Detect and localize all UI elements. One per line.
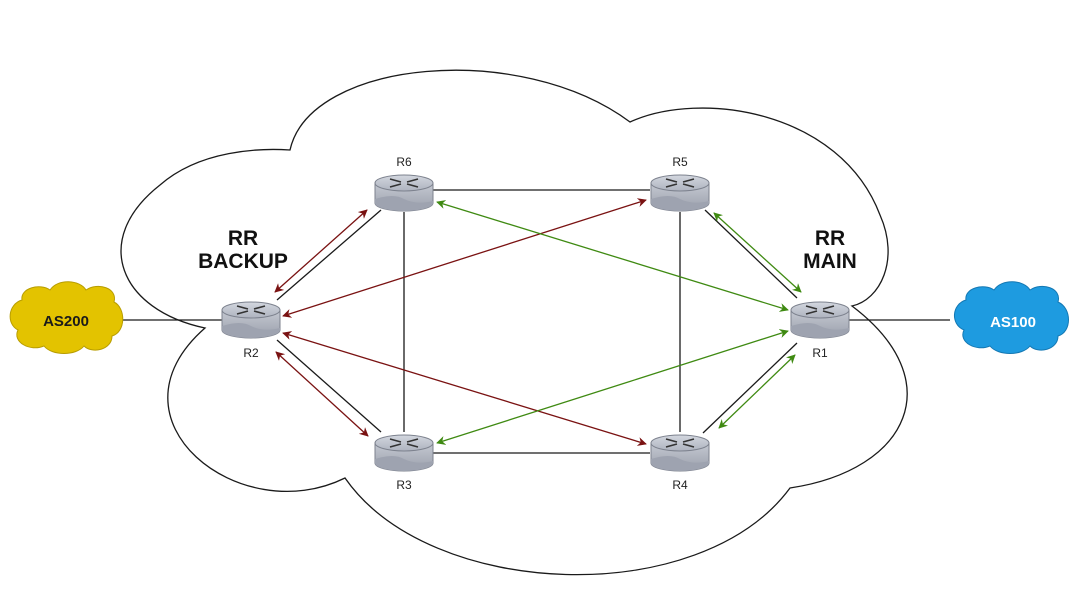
router-icon <box>790 301 850 339</box>
router-r6[interactable]: R6 <box>374 155 434 212</box>
rr-main-label: RR MAIN <box>803 227 857 273</box>
as200-cloud[interactable]: AS200 <box>9 281 124 354</box>
router-r3[interactable]: R3 <box>374 434 434 492</box>
router-r1[interactable]: R1 <box>790 301 850 360</box>
session-r2-r3 <box>275 351 369 437</box>
rr-main-line1: RR <box>815 227 845 250</box>
ibgp-sessions-main <box>436 200 802 445</box>
rr-backup-label: RR BACKUP <box>198 227 288 273</box>
rr-backup-line2: BACKUP <box>198 250 288 273</box>
router-r2[interactable]: R2 <box>221 301 281 360</box>
router-icon <box>650 434 710 472</box>
router-label: R1 <box>812 346 828 360</box>
router-icon <box>221 301 281 339</box>
router-r4[interactable]: R4 <box>650 434 710 492</box>
session-r1-r6 <box>436 200 789 312</box>
router-r5[interactable]: R5 <box>650 155 710 212</box>
as-boundary-cloud <box>120 69 908 576</box>
router-icon <box>650 174 710 212</box>
session-r1-r3 <box>436 329 789 445</box>
router-label: R5 <box>672 155 688 169</box>
rr-main-line2: MAIN <box>803 250 857 273</box>
as200-label: AS200 <box>43 313 89 330</box>
router-label: R4 <box>672 478 688 492</box>
router-icon <box>374 434 434 472</box>
router-icon <box>374 174 434 212</box>
rr-backup-line1: RR <box>228 227 258 250</box>
as100-label: AS100 <box>990 314 1036 331</box>
router-label: R6 <box>396 155 412 169</box>
as100-cloud[interactable]: AS100 <box>954 281 1069 354</box>
session-r1-r4 <box>718 354 796 429</box>
router-label: R3 <box>396 478 412 492</box>
router-label: R2 <box>243 346 259 360</box>
